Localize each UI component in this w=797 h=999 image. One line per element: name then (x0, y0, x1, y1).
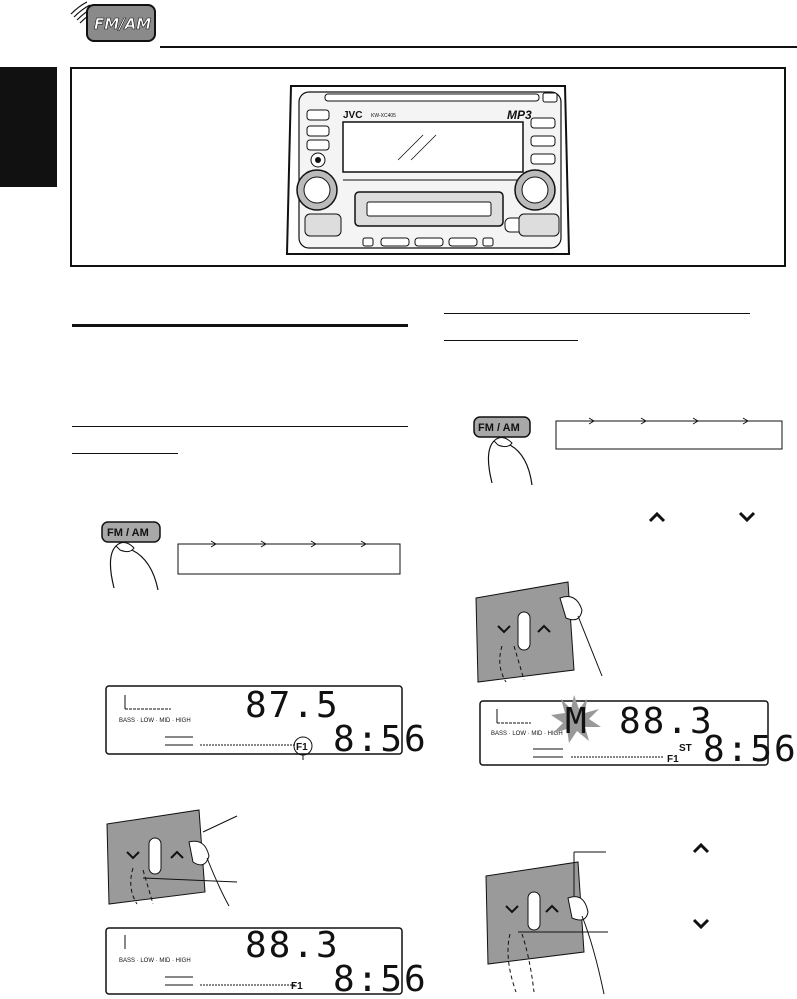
fm-am-button-label: FM / AM (107, 527, 149, 539)
lcd-preset: F1 (667, 754, 679, 765)
svg-text:BASS · LOW · MID · HIGH: BASS · LOW · MID · HIGH (119, 958, 191, 964)
lcd-stereo-indicator: ST (679, 743, 692, 754)
lcd-clock: 8:56 (333, 719, 428, 760)
stereo-figure-frame (70, 67, 786, 267)
stereo-format: MP3 (507, 108, 532, 122)
finger-icon (487, 437, 533, 486)
lcd-frequency: 88.3 (619, 701, 714, 742)
svg-text:BASS · LOW · MID · HIGH: BASS · LOW · MID · HIGH (119, 718, 191, 724)
down-chevron-icon (126, 851, 140, 860)
lcd-clock: 8:56 (703, 729, 797, 770)
lcd-display-88-3-left: BASS · LOW · MID · HIGH 88.3 8:56 F1 (105, 925, 426, 999)
down-chevron-icon (738, 511, 756, 523)
stereo-brand: JVC (343, 110, 362, 121)
up-chevron-icon (537, 624, 551, 633)
inline-chevrons (648, 511, 756, 523)
tuner-control-illustration-right-top (475, 581, 603, 683)
sidebar-language-tab (0, 67, 57, 187)
tuner-control-illustration-left (106, 809, 238, 907)
lcd-display-88-3-memory: BASS · LOW · MID · HIGH M 88.3 ST F1 8:5… (479, 695, 796, 770)
up-chevron-icon (545, 904, 559, 913)
down-chevron-icon (505, 905, 519, 914)
lcd-clock: 8:56 (333, 959, 428, 999)
subheading-underline-right (444, 313, 750, 314)
fm-am-button[interactable] (101, 521, 161, 543)
lcd-memory-flag: M (565, 701, 589, 742)
tuner-control-illustration-right-bottom (485, 842, 710, 995)
fm-am-badge-label: FM/AM (94, 15, 151, 33)
lcd-preset: F1 (291, 981, 303, 992)
subheading-underline (72, 426, 408, 427)
up-chevron-icon (648, 511, 666, 523)
lcd-display-87-5: BASS · LOW · MID · HIGH 87.5 8:56 F1 (105, 685, 426, 760)
svg-text:BASS · LOW · MID · HIGH: BASS · LOW · MID · HIGH (491, 731, 563, 737)
cycle-diagram (177, 540, 401, 575)
down-chevron-icon (497, 625, 511, 634)
down-chevron-icon (692, 918, 710, 930)
up-chevron-icon (692, 842, 710, 854)
page-header: FM/AM (70, 1, 797, 48)
up-chevron-icon (170, 850, 184, 859)
section-heading-rule (72, 324, 408, 327)
finger-icon (559, 596, 583, 621)
cycle-diagram (555, 417, 783, 450)
blink-burst-icon (551, 695, 601, 743)
stereo-model: KW-XC405 (371, 113, 396, 119)
fm-am-button-label: FM / AM (478, 422, 520, 434)
subheading-underline-right-2 (444, 340, 578, 341)
finger-icon (109, 542, 159, 591)
fm-am-cycle-right: FM / AM (473, 416, 783, 486)
fm-am-badge-icon (86, 4, 156, 42)
car-stereo-illustration: JVC KW-XC405 MP3 (285, 85, 571, 255)
lcd-frequency: 87.5 (245, 685, 340, 726)
lcd-frequency: 88.3 (245, 925, 340, 966)
lcd-preset: F1 (296, 742, 308, 753)
finger-icon (567, 896, 589, 921)
fm-am-cycle-left: FM / AM (101, 521, 401, 591)
finger-icon (188, 840, 210, 866)
subheading-underline-2 (72, 453, 178, 454)
